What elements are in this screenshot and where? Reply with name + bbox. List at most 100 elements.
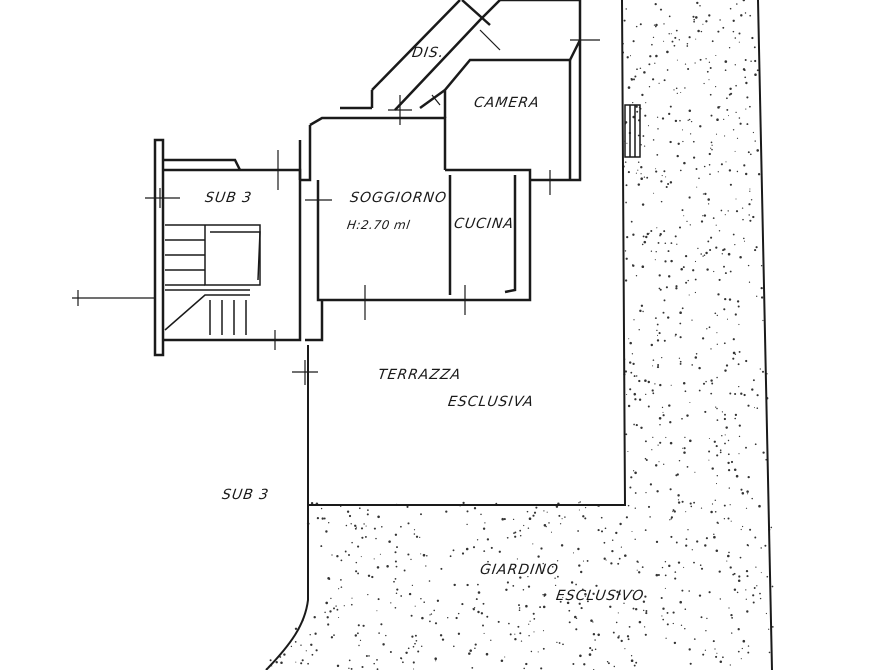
stipple-dot — [728, 169, 732, 172]
stipple-dot — [719, 106, 721, 108]
stipple-dot — [691, 549, 693, 551]
stipple-dot — [682, 140, 684, 143]
stipple-dot — [597, 529, 600, 532]
stipple-dot — [482, 527, 486, 530]
stipple-dot — [616, 590, 619, 594]
stipple-dot — [623, 19, 626, 22]
stipple-dot — [708, 164, 711, 166]
stipple-dot — [364, 535, 367, 538]
stipple-dot — [627, 404, 631, 408]
stipple-dot — [649, 516, 651, 518]
stipple-dot — [605, 559, 607, 561]
stipple-dot — [647, 380, 651, 384]
stipple-dot — [650, 343, 654, 347]
stipple-dot — [624, 370, 628, 373]
stipple-dot — [737, 628, 740, 631]
stipple-dot — [740, 488, 743, 491]
stipple-dot — [715, 483, 718, 485]
stipple-dot — [661, 406, 664, 409]
stipple-dot — [635, 275, 638, 277]
stipple-dot — [439, 634, 443, 637]
stipple-dot — [348, 554, 350, 556]
stipple-dot — [350, 523, 352, 525]
stipple-dot — [729, 270, 732, 273]
stipple-dot — [734, 37, 737, 39]
stipple-dot — [756, 149, 759, 152]
stipple-dot — [323, 517, 326, 520]
stipple-dot — [324, 611, 326, 614]
stipple-dot — [656, 334, 659, 336]
stipple-dot — [609, 605, 612, 608]
stipple-dot — [724, 60, 728, 63]
stipple-dot — [728, 607, 730, 609]
stipple-dot — [659, 441, 662, 444]
stipple-dot — [716, 376, 718, 379]
stipple-dot — [635, 172, 637, 174]
stipple-dot — [743, 393, 746, 397]
stipple-dot — [733, 468, 737, 472]
stipple-dot — [480, 513, 482, 516]
stipple-dot — [770, 526, 773, 529]
stipple-dot — [640, 173, 642, 175]
stipple-dot — [716, 407, 718, 410]
stipple-dot — [724, 434, 726, 436]
stipple-dot — [357, 545, 360, 548]
stipple-dot — [708, 437, 710, 440]
stipple-dot — [725, 426, 728, 429]
stipple-dot — [705, 251, 708, 255]
stipple-dot — [675, 285, 678, 288]
stipple-dot — [696, 186, 698, 188]
stipple-dot — [741, 207, 744, 209]
stipple-dot — [746, 544, 749, 546]
stipple-dot — [746, 123, 749, 126]
stipple-dot — [659, 233, 662, 236]
stipple-dot — [708, 450, 711, 453]
stipple-dot — [468, 652, 471, 655]
stipple-dot — [674, 119, 678, 123]
stipple-dot — [550, 531, 553, 533]
stipple-dot — [615, 621, 618, 624]
stipple-dot — [700, 507, 703, 509]
stipple-dot — [328, 522, 330, 524]
stipple-dot — [749, 219, 752, 222]
stipple-dot — [724, 214, 726, 216]
stipple-dot — [700, 616, 703, 619]
stipple-dot — [644, 114, 647, 117]
stipple-dot — [279, 656, 282, 658]
stipple-dot — [644, 440, 647, 443]
stipple-dot — [635, 608, 638, 611]
stipple-dot — [475, 598, 478, 601]
stipple-dot — [652, 139, 655, 141]
stipple-dot — [634, 538, 636, 541]
stipple-dot — [351, 541, 353, 544]
stipple-dot — [414, 642, 416, 645]
stipple-dot — [693, 501, 696, 504]
stipple-dot — [724, 272, 727, 275]
stipple-dot — [717, 106, 720, 109]
stipple-dot — [633, 423, 635, 426]
stipple-dot — [684, 608, 687, 610]
stipple-dot — [300, 662, 303, 665]
stipple-dot — [546, 511, 548, 513]
stipple-dot — [433, 609, 436, 612]
stipple-dot — [637, 169, 639, 171]
stipple-dot — [704, 192, 707, 196]
stipple-dot — [735, 84, 737, 87]
stipple-dot — [756, 295, 758, 297]
stipple-dot — [720, 209, 723, 212]
stipple-dot — [657, 241, 660, 244]
stipple-dot — [675, 29, 678, 32]
stipple-dot — [626, 635, 630, 638]
stipple-dot — [635, 105, 638, 108]
stipple-dot — [689, 502, 692, 505]
stipple-dot — [655, 54, 658, 58]
stipple-dot — [678, 226, 682, 229]
stipple-dot — [626, 56, 629, 59]
stipple-dot — [514, 638, 517, 641]
stipple-dot — [684, 436, 686, 439]
stipple-dot — [669, 105, 672, 108]
stipple-dot — [294, 641, 297, 643]
stipple-dot — [626, 393, 628, 396]
stipple-dot — [666, 611, 669, 614]
stipple-dot — [290, 645, 293, 648]
